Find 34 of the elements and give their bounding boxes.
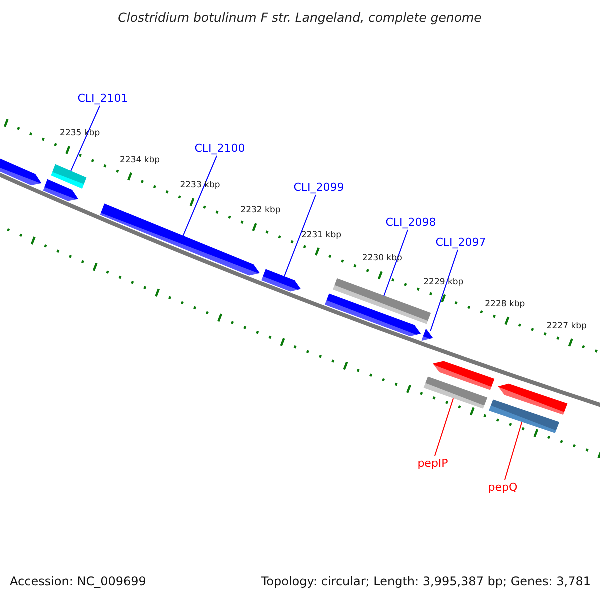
scale-label: 2232 kbp bbox=[240, 206, 281, 216]
gene-block bbox=[424, 376, 488, 409]
gene-label: pepQ bbox=[488, 482, 518, 494]
leader-line bbox=[182, 156, 218, 237]
scale-label: 2229 kbp bbox=[424, 278, 464, 288]
gene-block bbox=[489, 400, 560, 434]
leader-line bbox=[434, 398, 454, 456]
gene-label: pepIP bbox=[418, 458, 448, 470]
scale-label: 2234 kbp bbox=[120, 156, 160, 166]
gene-block bbox=[262, 269, 301, 292]
gene-block bbox=[498, 384, 568, 415]
gene-label: CLI_2099 bbox=[294, 182, 344, 194]
gene-label: CLI_2097 bbox=[436, 236, 486, 250]
gene-block bbox=[100, 204, 260, 276]
scale-label: 2228 kbp bbox=[485, 300, 526, 310]
genome-summary-text: Topology: circular; Length: 3,995,387 bp; Genes: 3,781 bbox=[261, 575, 591, 589]
leader-line bbox=[384, 230, 408, 296]
gene-label: CLI_2098 bbox=[386, 216, 436, 230]
leader-line bbox=[70, 106, 100, 172]
gene-block bbox=[422, 329, 434, 341]
leader-line bbox=[504, 422, 523, 480]
leader-line bbox=[284, 194, 316, 278]
gene-block bbox=[433, 361, 495, 390]
gene-block bbox=[325, 294, 421, 336]
accession-text: Accession: NC_009699 bbox=[10, 575, 146, 589]
gene-label: CLI_2101 bbox=[78, 92, 128, 106]
scale-label: 2227 kbp bbox=[546, 322, 587, 332]
scale-label: 2231 kbp bbox=[301, 231, 342, 240]
leader-line bbox=[430, 250, 458, 332]
gene-block bbox=[51, 164, 87, 189]
scale-label: 2233 kbp bbox=[180, 182, 220, 191]
title-text: Clostridium botulinum F str. Langeland, complete genome bbox=[118, 11, 482, 25]
gene-block bbox=[43, 179, 78, 202]
gene-label: CLI_2100 bbox=[194, 142, 246, 156]
